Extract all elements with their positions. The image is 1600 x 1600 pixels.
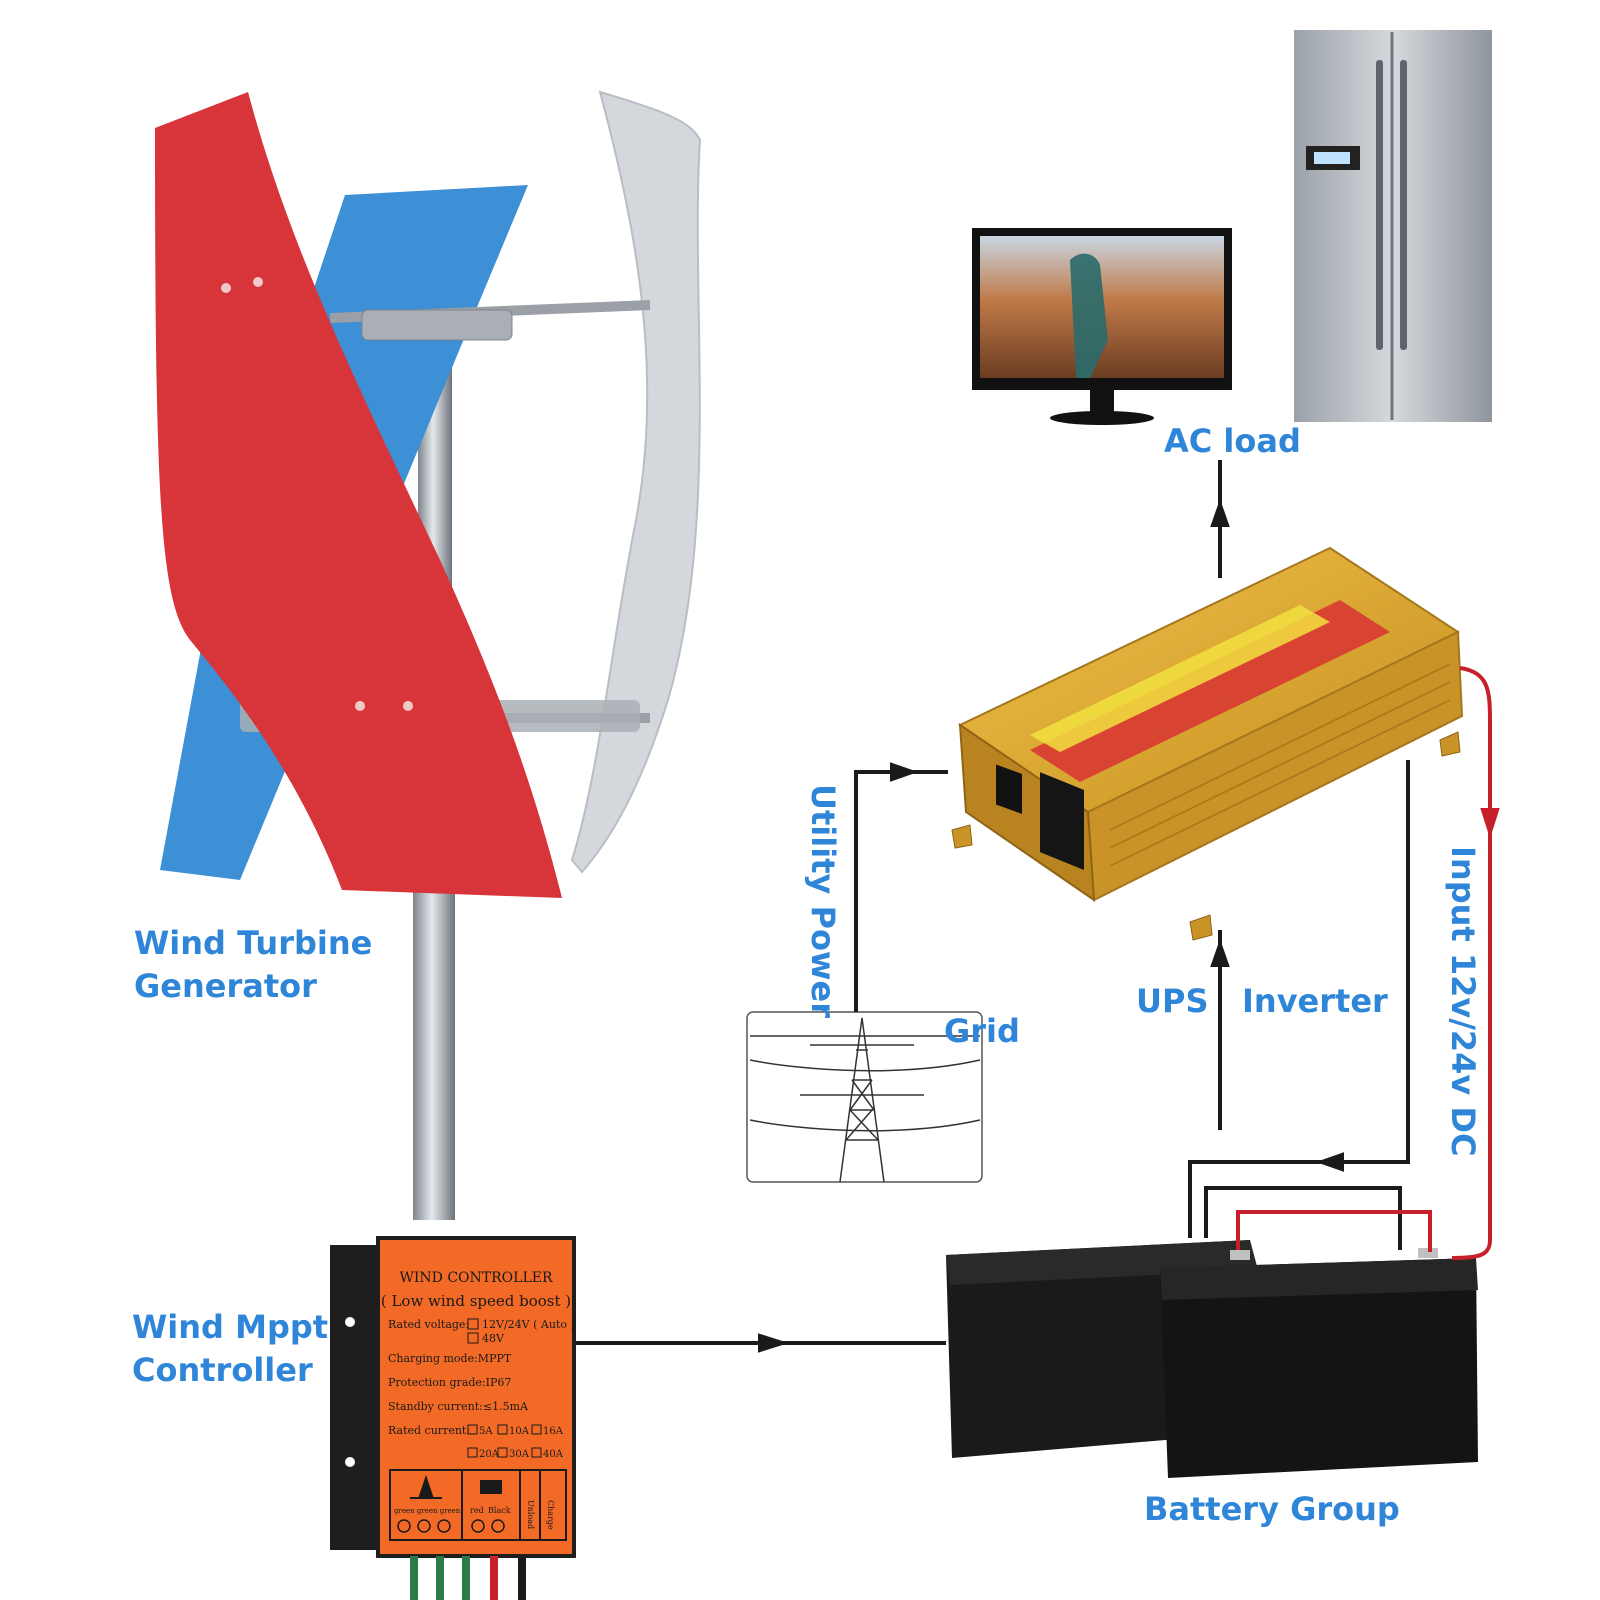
battery-front (1160, 1258, 1478, 1478)
controller-charging-mode: Charging mode:MPPT (388, 1352, 512, 1365)
tv-stand-base (1050, 411, 1154, 425)
arrow-input-dc (1480, 808, 1500, 839)
label-wind-mppt-controller: Wind Mppt Controller (132, 1306, 328, 1392)
label-inverter: Inverter (1242, 982, 1388, 1020)
label-wind-mppt-line2: Controller (132, 1351, 313, 1390)
wind-turbine-icon (410, 1474, 442, 1499)
controller-current-options: 5A 10A 16A 20A 30A 40A (467, 1424, 564, 1460)
current-option-16a: 16A (543, 1426, 564, 1437)
controller-protection-grade: Protection grade:IP67 (388, 1376, 511, 1389)
controller-output-wires (410, 1556, 526, 1600)
hub-clamp (361, 309, 513, 341)
terminal-label-green: green green green (394, 1507, 461, 1515)
arrow-inverter-to-battery (1315, 1152, 1344, 1172)
terminal-label-black: Black (488, 1506, 511, 1515)
controller-bracket (330, 1245, 382, 1550)
label-wind-turbine-line2: Generator (134, 967, 317, 1006)
controller-title: WIND CONTROLLER (400, 1270, 553, 1286)
current-option-10a: 10A (509, 1426, 530, 1437)
wire-inverter-to-battery-black (1188, 760, 1410, 1238)
grid-pylon-illustration (746, 1011, 983, 1183)
battery-icon (480, 1480, 502, 1494)
blade-rivet (403, 701, 413, 711)
wire-grid-to-inverter (854, 770, 948, 1012)
controller-terminal-panel (389, 1469, 567, 1541)
battery-group-illustration (946, 1240, 1478, 1478)
wind-turbine-illustration (155, 90, 702, 1220)
current-option-20a: 20A (479, 1449, 500, 1460)
wind-controller-device: WIND CONTROLLER ( Low wind speed boost )… (330, 1236, 576, 1600)
red-blade (155, 92, 562, 898)
arrow-utility-power (890, 762, 919, 782)
arrow-controller-to-battery (758, 1333, 789, 1353)
terminal-label-unload: Unload (526, 1500, 535, 1529)
fridge-handle-left (1376, 60, 1383, 350)
label-ac-load: AC load (1164, 422, 1301, 460)
arrow-to-ac-load (1210, 498, 1230, 527)
wire-battery-interconnect-black (1204, 1186, 1402, 1250)
label-wind-turbine-generator: Wind Turbine Generator (134, 922, 372, 1008)
wiring (576, 460, 1410, 1353)
terminal-label-charge: Charge (546, 1500, 555, 1530)
label-wind-mppt-line1: Wind Mppt (132, 1308, 329, 1346)
inverter-label-strip (1030, 600, 1390, 782)
label-grid: Grid (944, 1012, 1020, 1050)
controller-voltage-option-1: 12V/24V ( Auto ) (482, 1318, 575, 1331)
terminal-label-red: red (470, 1506, 484, 1515)
wiring-red (1236, 666, 1500, 1260)
controller-subtitle: ( Low wind speed boost ) (381, 1292, 571, 1310)
label-battery-group: Battery Group (1144, 1490, 1400, 1528)
arrow-to-inverter (1210, 938, 1230, 967)
current-option-5a: 5A (479, 1426, 493, 1437)
current-option-40a: 40A (543, 1449, 564, 1460)
blade-rivet (221, 283, 231, 293)
inverter-power-switch (996, 764, 1022, 814)
controller-body (376, 1236, 576, 1558)
refrigerator (1294, 30, 1492, 422)
inverter-ac-socket (1040, 772, 1084, 870)
controller-voltage-option-2: 48V (482, 1332, 505, 1345)
label-ups: UPS (1136, 982, 1209, 1020)
inverter-mount-feet (951, 731, 1461, 941)
turbine-pole (413, 880, 455, 1220)
controller-rated-voltage-label: Rated voltage: (388, 1318, 469, 1331)
tv-monitor (972, 228, 1232, 425)
fridge-handle-right (1400, 60, 1407, 350)
label-utility-power: Utility Power (804, 784, 842, 1018)
label-wind-turbine-line1: Wind Turbine (134, 924, 373, 962)
blade-rivet (253, 277, 263, 287)
current-option-30a: 30A (509, 1449, 530, 1460)
ups-inverter-device (951, 546, 1464, 941)
controller-terminal-screws (397, 1519, 505, 1533)
controller-rated-current-label: Rated current: (388, 1424, 470, 1437)
wire-input-dc-red (1451, 666, 1492, 1260)
controller-standby-current: Standby current:≤1.5mA (388, 1400, 529, 1413)
blade-rivet (355, 701, 365, 711)
wire-battery-interconnect-red (1236, 1210, 1432, 1252)
white-blade (570, 90, 702, 874)
tv-stand-neck (1090, 390, 1114, 412)
label-input-dc: Input 12v/24v DC (1444, 846, 1482, 1157)
